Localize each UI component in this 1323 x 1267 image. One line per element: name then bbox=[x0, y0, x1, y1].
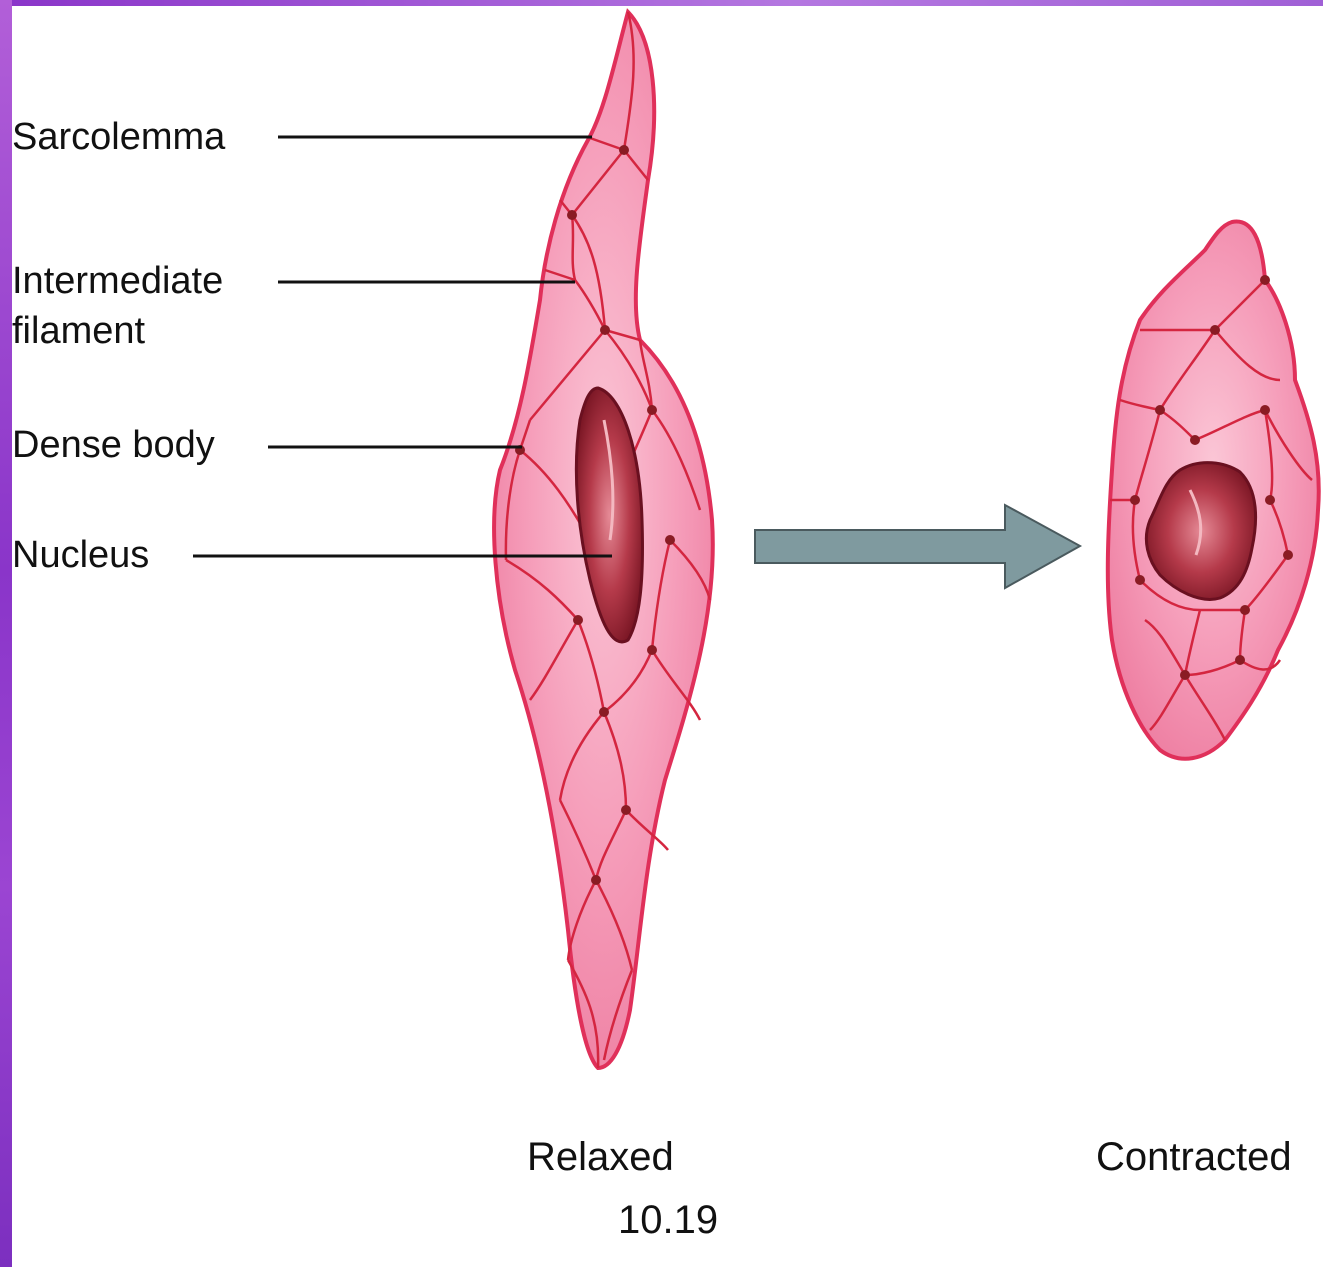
contracted-cell bbox=[1108, 222, 1319, 759]
contraction-arrow bbox=[755, 505, 1080, 588]
nucleus-label: Nucleus bbox=[12, 532, 149, 578]
intermediate-filament-label-line2: filament bbox=[12, 308, 145, 354]
figure-number: 10.19 bbox=[618, 1198, 718, 1243]
relaxed-cell bbox=[494, 12, 713, 1068]
relaxed-caption: Relaxed bbox=[527, 1135, 674, 1180]
dense-body-label: Dense body bbox=[12, 422, 215, 468]
contracted-caption: Contracted bbox=[1096, 1135, 1292, 1180]
sarcolemma-label: Sarcolemma bbox=[12, 114, 225, 160]
intermediate-filament-label-line1: Intermediate bbox=[12, 258, 223, 304]
